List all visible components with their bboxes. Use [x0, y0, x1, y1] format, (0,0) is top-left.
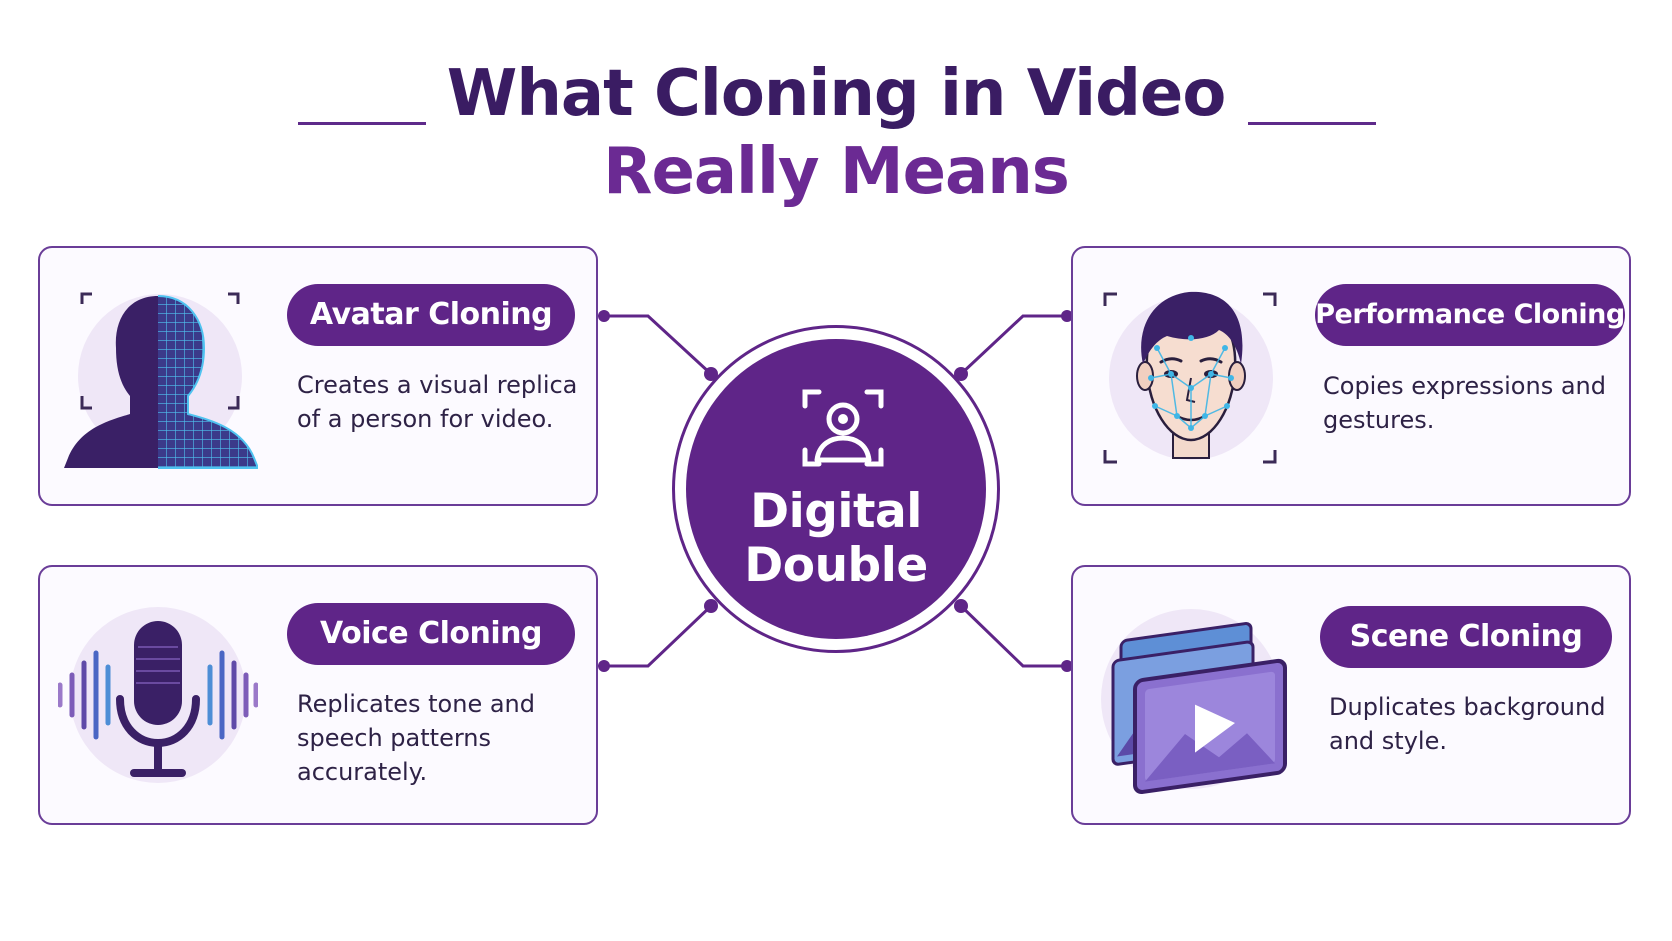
user-scan-icon — [802, 389, 884, 467]
hub-core: Digital Double — [686, 339, 986, 639]
card-voice-cloning: Voice Cloning Replicates tone and speech… — [38, 565, 598, 825]
connector-scene — [959, 604, 1067, 668]
title-rule-left — [298, 122, 426, 125]
performance-cloning-title: Performance Cloning — [1315, 284, 1625, 346]
video-layers-icon — [1101, 609, 1287, 794]
title-rule-right — [1248, 122, 1376, 125]
title-line-1: What Cloning in Video — [446, 57, 1227, 131]
performance-cloning-description: Copies expressions and gestures. — [1323, 372, 1606, 434]
hub-label: Digital Double — [686, 485, 986, 593]
card-avatar-cloning: Avatar Cloning Creates a visual replica … — [38, 246, 598, 506]
avatar-cloning-description: Creates a visual replica of a person for… — [297, 371, 578, 433]
voice-cloning-title: Voice Cloning — [287, 603, 575, 665]
voice-cloning-description: Replicates tone and speech patterns accu… — [297, 690, 535, 786]
page-title: What Cloning in Video Really Means — [0, 55, 1672, 211]
hub-label-line-1: Digital — [750, 484, 922, 539]
connector-performance — [959, 314, 1067, 376]
connector-voice — [604, 604, 713, 668]
head-wireframe-icon — [64, 292, 258, 469]
connector-avatar — [604, 314, 713, 376]
microphone-waveform-icon — [58, 607, 258, 783]
card-scene-cloning: Scene Cloning Duplicates background and … — [1071, 565, 1631, 825]
connector-dot — [954, 599, 968, 613]
connector-dot — [598, 660, 610, 672]
scene-cloning-title: Scene Cloning — [1320, 606, 1612, 668]
connector-dot — [598, 310, 610, 322]
hub-label-line-2: Double — [744, 538, 928, 593]
scene-cloning-description: Duplicates background and style. — [1329, 693, 1606, 755]
card-performance-cloning: Performance Cloning Copies expressions a… — [1071, 246, 1631, 506]
avatar-cloning-title: Avatar Cloning — [287, 284, 575, 346]
digital-double-hub: Digital Double — [672, 325, 1000, 653]
title-line-2: Really Means — [603, 135, 1070, 209]
face-tracking-icon — [1103, 291, 1277, 464]
